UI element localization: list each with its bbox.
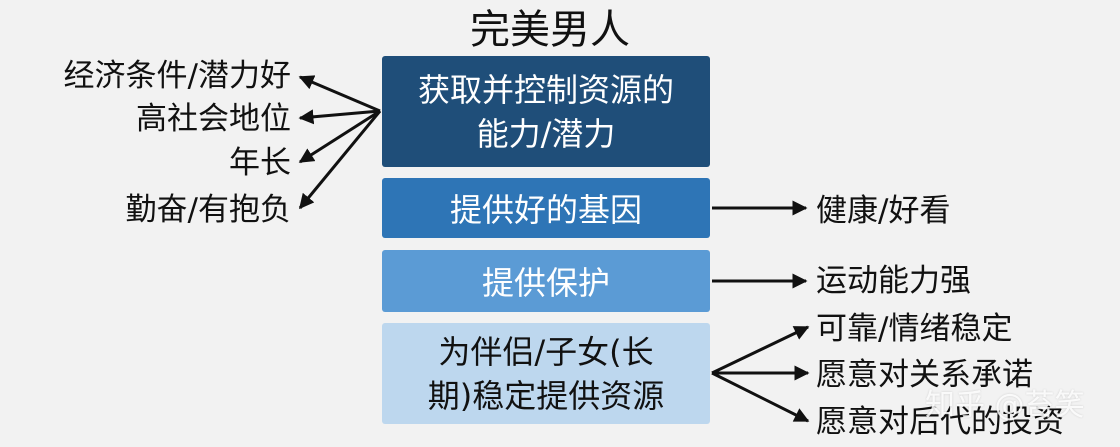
watermark: 知乎 @苔笑 [925,388,1085,423]
box-stable-resources: 为伴侣/子女(长 期)稳定提供资源 [382,323,710,424]
box-resource-ability-line2: 能力/潜力 [476,114,616,153]
right-label-reliable: 可靠/情绪稳定 [816,311,1013,347]
arrow-to-diligent [298,110,382,210]
box-stable-resources-line2: 期)稳定提供资源 [427,376,665,415]
arrow-to-age [298,109,381,164]
arrow-to-reliable [711,325,810,375]
right-label-healthy: 健康/好看 [816,193,951,229]
arrow-to-economic [298,75,381,113]
arrow-to-offspring [711,371,810,423]
right-label-commitment: 愿意对关系承诺 [816,357,1033,393]
box-resource-ability: 获取并控制资源的 能力/潜力 [382,56,710,167]
box-good-genes-label: 提供好的基因 [449,191,642,229]
left-label-economic: 经济条件/潜力好 [63,58,291,94]
right-label-offspring: 愿意对后代的投资 [816,404,1064,440]
arrow-to-status [298,109,381,125]
right-label-athletic: 运动能力强 [816,263,971,299]
left-label-status: 高社会地位 [136,101,291,137]
left-label-age: 年长 [229,145,291,181]
box-protection-label: 提供保护 [481,264,610,302]
box-resource-ability-line1: 获取并控制资源的 [417,70,674,109]
diagram-title: 完美男人 [470,7,630,53]
box-stable-resources-line1: 为伴侣/子女(长 [438,332,654,371]
box-good-genes: 提供好的基因 [382,178,710,238]
box-protection: 提供保护 [382,250,710,312]
left-label-diligent: 勤奋/有抱负 [125,192,291,228]
